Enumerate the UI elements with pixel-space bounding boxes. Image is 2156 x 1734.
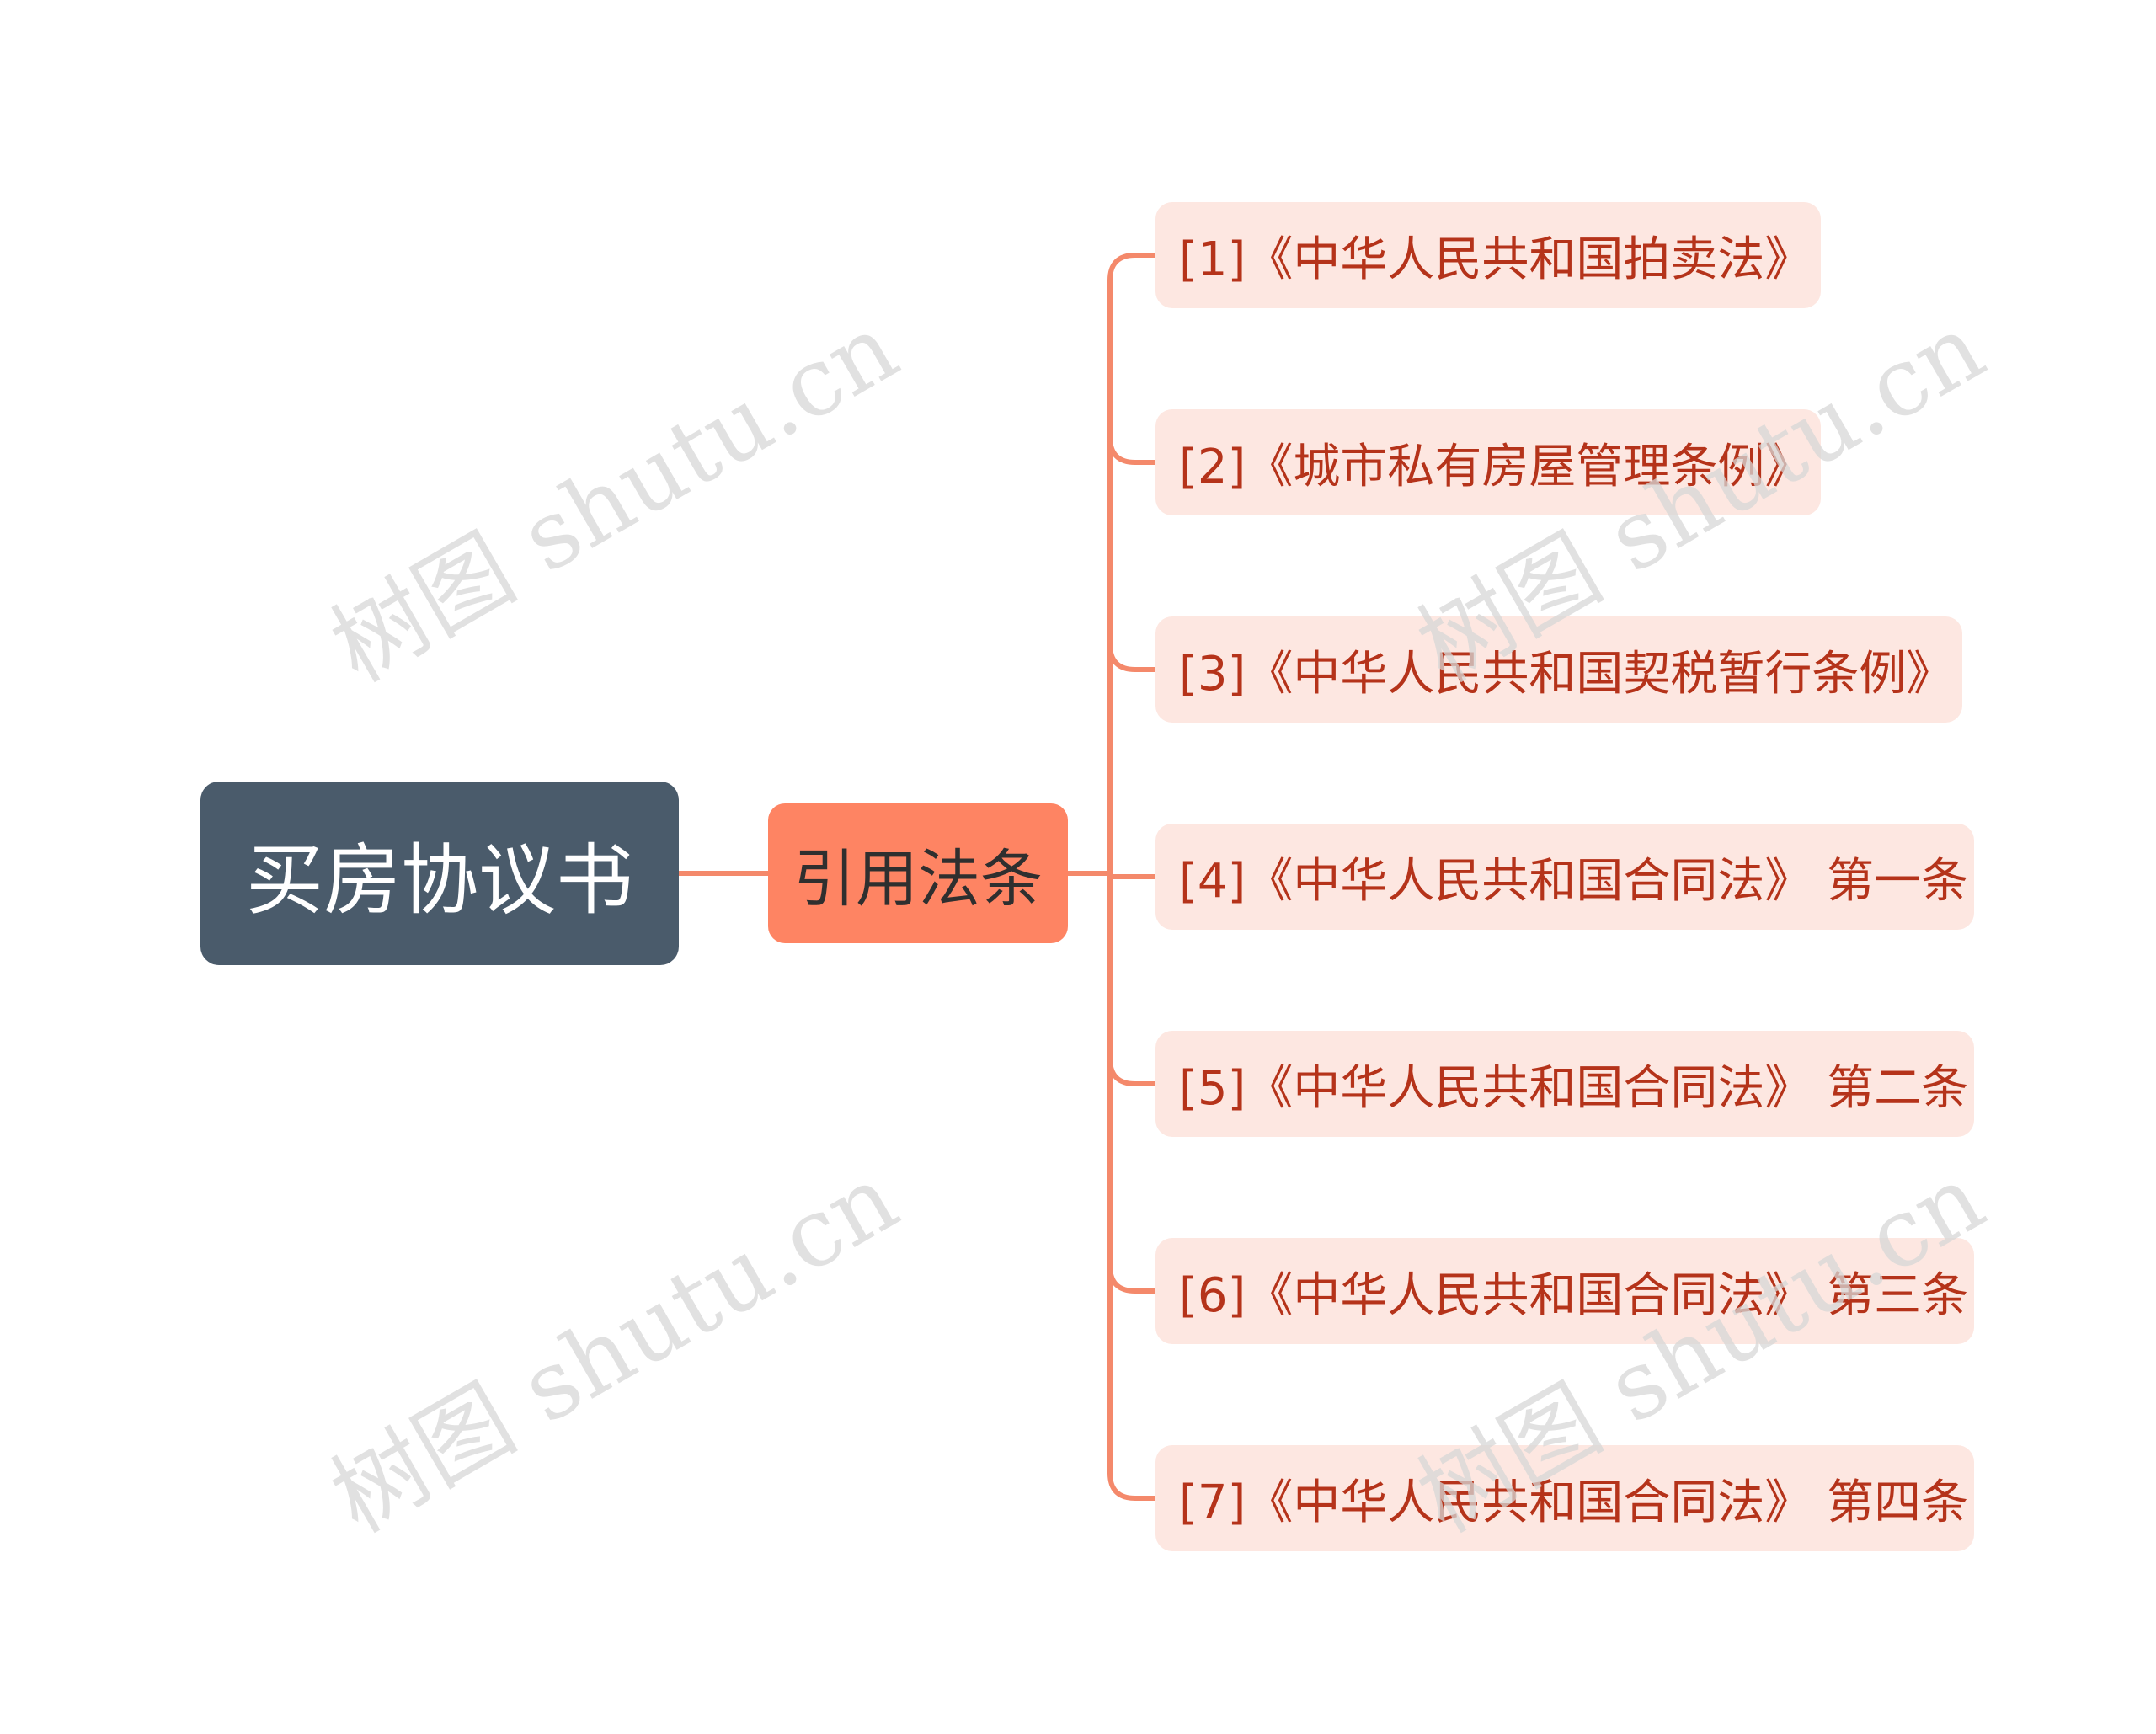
connector-leaf [1107,1263,1158,1294]
leaf-node-label: [3]《中华人民共和国契税暂行条例》 [1179,646,1954,702]
leaf-node-label: [6]《中华人民共和国合同法》 第三条 [1179,1267,1969,1323]
branch-node-label: 引用法条 [793,842,1043,915]
branch-node[interactable]: 引用法条 [768,803,1068,943]
connector-leaf [1107,435,1158,465]
leaf-node-label: [2]《城市私有房屋管理条例》 [1179,439,1812,494]
leaf-node-label: [7]《中华人民共和国合同法》 第四条 [1179,1475,1969,1530]
leaf-node[interactable]: [2]《城市私有房屋管理条例》 [1155,409,1821,515]
connector-leaf [1107,253,1158,283]
leaf-node[interactable]: [3]《中华人民共和国契税暂行条例》 [1155,616,1962,723]
connector-leaf [1107,1470,1158,1501]
leaf-node[interactable]: [5]《中华人民共和国合同法》 第二条 [1155,1031,1974,1137]
connector-leaf [1107,642,1158,672]
leaf-node[interactable]: [6]《中华人民共和国合同法》 第三条 [1155,1238,1974,1344]
root-node-label: 买房协议书 [245,835,633,926]
leaf-node-label: [5]《中华人民共和国合同法》 第二条 [1179,1060,1969,1116]
root-node[interactable]: 买房协议书 [200,782,679,965]
leaf-node[interactable]: [1]《中华人民共和国拍卖法》 [1155,202,1821,308]
leaf-node-label: [1]《中华人民共和国拍卖法》 [1179,232,1812,287]
leaf-node[interactable]: [4]《中华人民共和国合同法》 第一条 [1155,824,1974,930]
leaf-node-label: [4]《中华人民共和国合同法》 第一条 [1179,853,1969,909]
leaf-node[interactable]: [7]《中华人民共和国合同法》 第四条 [1155,1445,1974,1551]
connector-leaf [1107,1056,1158,1086]
